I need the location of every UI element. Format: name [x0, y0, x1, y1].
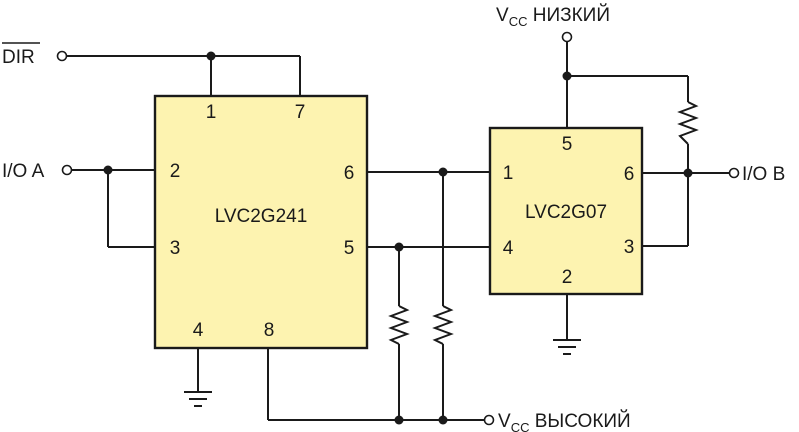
- lvc2g07-chip: [488, 126, 644, 296]
- chip2-pin-1: 1: [503, 163, 514, 184]
- chip2-pin-5: 5: [562, 134, 573, 155]
- chip1-pin-5: 5: [344, 238, 355, 259]
- io-a-terminal: [61, 164, 73, 176]
- io-b-label: I/O B: [742, 164, 785, 185]
- io-b-terminal: [728, 167, 740, 179]
- vcc-high-v: V: [498, 411, 511, 432]
- chip1-pin-1: 1: [206, 102, 217, 123]
- junctions: [103, 51, 693, 425]
- wires: [66, 42, 729, 421]
- chip1-pin-3: 3: [170, 238, 181, 259]
- chip1-pin-7: 7: [295, 102, 306, 123]
- chip2-pin-3: 3: [624, 237, 635, 258]
- vcc-low-v: V: [496, 5, 509, 26]
- chip1-pin-2: 2: [170, 161, 181, 182]
- vcc-low-word: НИЗКИЙ: [527, 4, 610, 26]
- chip1-pin-4: 4: [193, 320, 204, 341]
- chip1-pin-8: 8: [264, 320, 275, 341]
- chip1-pin-6: 6: [344, 163, 355, 184]
- lvc2g241-chip: [153, 94, 369, 350]
- chip2-pin-6: 6: [624, 164, 635, 185]
- lvc2g07-name: LVC2G07: [525, 202, 607, 223]
- vcc-low-sub: CC: [509, 14, 528, 29]
- io-a-label: I/O A: [2, 161, 45, 182]
- dir-label: DIR: [2, 47, 35, 68]
- lvc2g241-name: LVC2G241: [215, 206, 308, 227]
- vcc-low-label: VCC НИЗКИЙ: [496, 4, 610, 29]
- vcc-high-sub: CC: [511, 420, 530, 432]
- vcc-high-word: ВЫСОКИЙ: [529, 410, 630, 432]
- resistor-r3: [677, 101, 699, 145]
- dir-terminal: [56, 50, 68, 62]
- vcc-high-label: VCC ВЫСОКИЙ: [498, 410, 631, 432]
- vcc-high-terminal: [483, 414, 495, 426]
- resistor-r2: [432, 305, 454, 345]
- chip2-pin-2: 2: [562, 267, 573, 288]
- vcc-low-terminal: [561, 31, 573, 43]
- chip2-pin-4: 4: [503, 238, 514, 259]
- resistor-r1: [388, 305, 410, 345]
